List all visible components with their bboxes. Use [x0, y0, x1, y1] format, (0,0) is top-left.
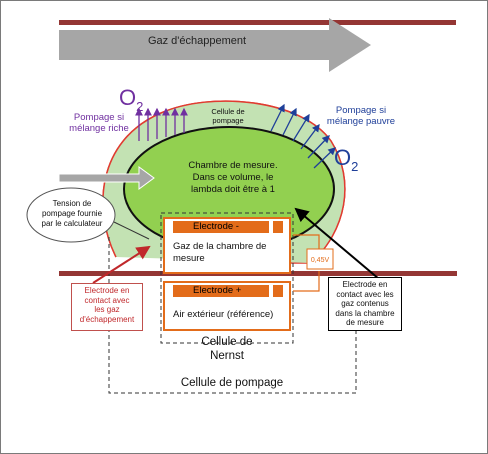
electrode-minus-box: Electrode - Gaz de la chambre de mesure [163, 217, 291, 274]
lean-pump-arrow-6 [313, 147, 336, 169]
chamber-electrode-arrow [294, 207, 380, 280]
o2-right-label: O2 [334, 145, 358, 174]
lean-pump-arrow-4 [300, 123, 320, 150]
pumping-lean-label-2: mélange pauvre [327, 116, 395, 127]
exhaust-label: Gaz d'échappement [148, 35, 246, 47]
pump-cell-label-2: pompage [212, 116, 243, 125]
lean-pump-arrow-3 [292, 113, 310, 142]
pump-voltage-ellipse [26, 187, 116, 243]
measure-chamber-label-2: Dans ce volume, le [193, 172, 274, 183]
electrode-plus-header: Electrode + [173, 285, 283, 297]
exhaust-flow-arrow [59, 18, 371, 72]
measure-chamber-label-3: lambda doit être à 1 [191, 184, 275, 195]
measure-chamber-label-1: Chambre de mesure. [188, 160, 277, 171]
exhaust-electrode-arrow [92, 245, 151, 284]
voltage-box [306, 248, 334, 270]
electrode-minus-text-2: mesure [173, 253, 205, 264]
lean-pump-arrow-2 [282, 107, 297, 136]
pumping-rich-label-1: Pompage si [74, 112, 124, 123]
exhaust-electrode-text-3: les gaz [94, 305, 120, 314]
pumping-lean-label-1: Pompage si [336, 105, 386, 116]
nernst-cell-outline [160, 212, 294, 344]
exhaust-wall-top [59, 20, 456, 25]
o2-left-label: O2 [119, 85, 143, 114]
electrode-plus-text: Air extérieur (référence) [173, 309, 274, 320]
pumping-cell-bottom-label: Cellule de pompage [181, 377, 283, 389]
nernst-label-2: Nernst [210, 350, 245, 362]
lean-pump-arrow-1 [270, 103, 285, 132]
lean-pump-arrow-5 [307, 135, 330, 159]
chamber-electrode-text-2: contact avec les [336, 289, 394, 299]
gas-inlet-arrow [58, 166, 155, 190]
voltage-label: 0,45V [311, 257, 330, 264]
nernst-label-1: Cellule de [201, 336, 252, 348]
chamber-electrode-callout: Electrode en contact avec les gaz conten… [328, 277, 402, 331]
pump-voltage-label-3: par le calculateur [42, 219, 103, 228]
exhaust-electrode-text-4: d'échappement [79, 314, 135, 324]
voltage-circuit [293, 234, 320, 292]
chamber-electrode-text-3: gaz contenus [341, 299, 389, 308]
pump-voltage-connector [113, 221, 150, 240]
exhaust-electrode-text-1: Electrode en [84, 286, 130, 295]
exhaust-electrode-callout: Electrode en contact avec les gaz d'écha… [71, 283, 143, 331]
electrode-minus-text-1: Gaz de la chambre de [173, 241, 267, 252]
pump-voltage-label-2: pompage fournie [42, 209, 103, 218]
chamber-electrode-text-1: Electrode en [342, 280, 388, 289]
electrode-plus-box: Electrode + Air extérieur (référence) [163, 281, 291, 331]
pump-voltage-label-1: Tension de [53, 199, 92, 208]
pump-cell-label-1: Cellule de [211, 107, 244, 116]
chamber-electrode-text-5: de mesure [346, 318, 384, 327]
exhaust-electrode-text-2: contact avec [84, 295, 130, 305]
pumping-rich-label-2: mélange riche [69, 123, 129, 134]
electrode-minus-header: Electrode - [173, 221, 283, 233]
chamber-electrode-text-4: dans la chambre [335, 308, 395, 318]
